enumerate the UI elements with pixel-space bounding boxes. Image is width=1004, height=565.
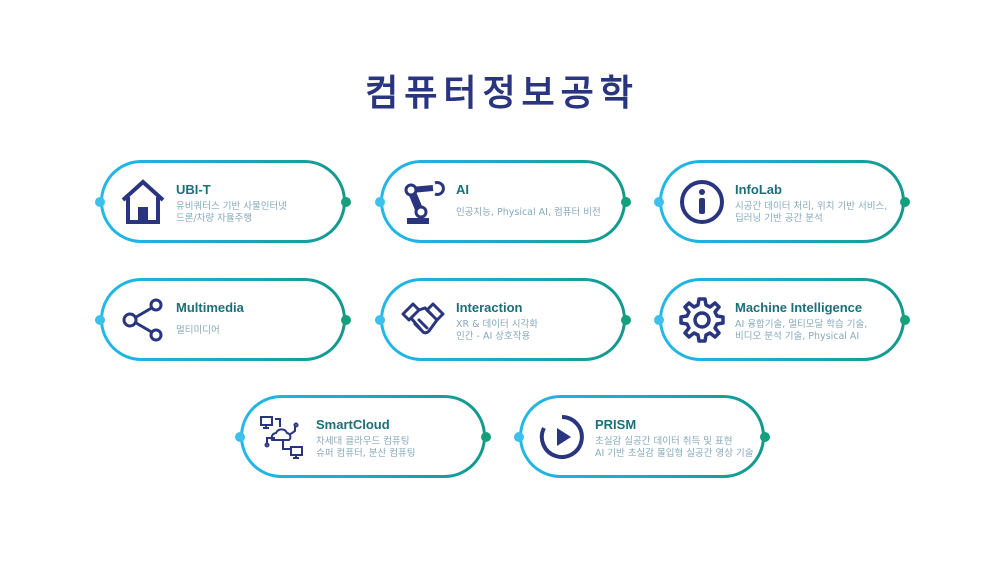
connector-dot [375,196,385,207]
info-icon [678,178,726,226]
lab-name: SmartCloud [316,417,390,432]
robot-arm-icon [399,178,447,226]
connector-dot [375,314,385,325]
lab-name: UBI-T [176,182,211,197]
house-icon [119,178,167,226]
connector-dot [481,431,491,442]
connector-dot [900,314,910,325]
connector-dot [341,314,351,325]
connector-dot [900,196,910,207]
lab-card-infolab[interactable]: InfoLab 시공간 데이터 처리, 위치 기반 서비스,딥러닝 기반 공간 … [654,160,910,243]
lab-description: 인공지능, Physical AI, 컴퓨터 비전 [456,207,601,218]
lab-name: PRISM [595,417,637,432]
lab-name: Multimedia [176,300,244,315]
lab-name: AI [456,182,469,197]
connector-dot [654,314,664,325]
cloud-network-icon [259,413,307,461]
connector-dot [95,314,105,325]
lab-description: 멀티미디어 [176,325,220,336]
lab-card-machine-intelligence[interactable]: Machine Intelligence AI 융합기술, 멀티모달 학습 기술… [654,278,910,361]
connector-dot [341,196,351,207]
connector-dot [621,196,631,207]
lab-name: InfoLab [735,182,782,197]
play-icon [538,413,586,461]
connector-dot [514,431,524,442]
lab-name: Interaction [456,300,523,315]
connector-dot [95,196,105,207]
gear-icon [678,296,726,344]
lab-description: 시공간 데이터 처리, 위치 기반 서비스,딥러닝 기반 공간 분석 [735,201,888,224]
page-title: 컴퓨터정보공학 [365,73,639,114]
share-icon [119,296,167,344]
lab-description: AI 융합기술, 멀티모달 학습 기술,비디오 분석 기술, Physical … [735,319,868,342]
connector-dot [235,431,245,442]
connector-dot [621,314,631,325]
connector-dot [654,196,664,207]
lab-card-multimedia[interactable]: Multimedia 멀티미디어 [95,278,351,361]
lab-name: Machine Intelligence [735,300,863,315]
handshake-icon [399,296,447,344]
connector-dot [760,431,770,442]
lab-card-ai[interactable]: AI 인공지능, Physical AI, 컴퓨터 비전 [375,160,631,243]
